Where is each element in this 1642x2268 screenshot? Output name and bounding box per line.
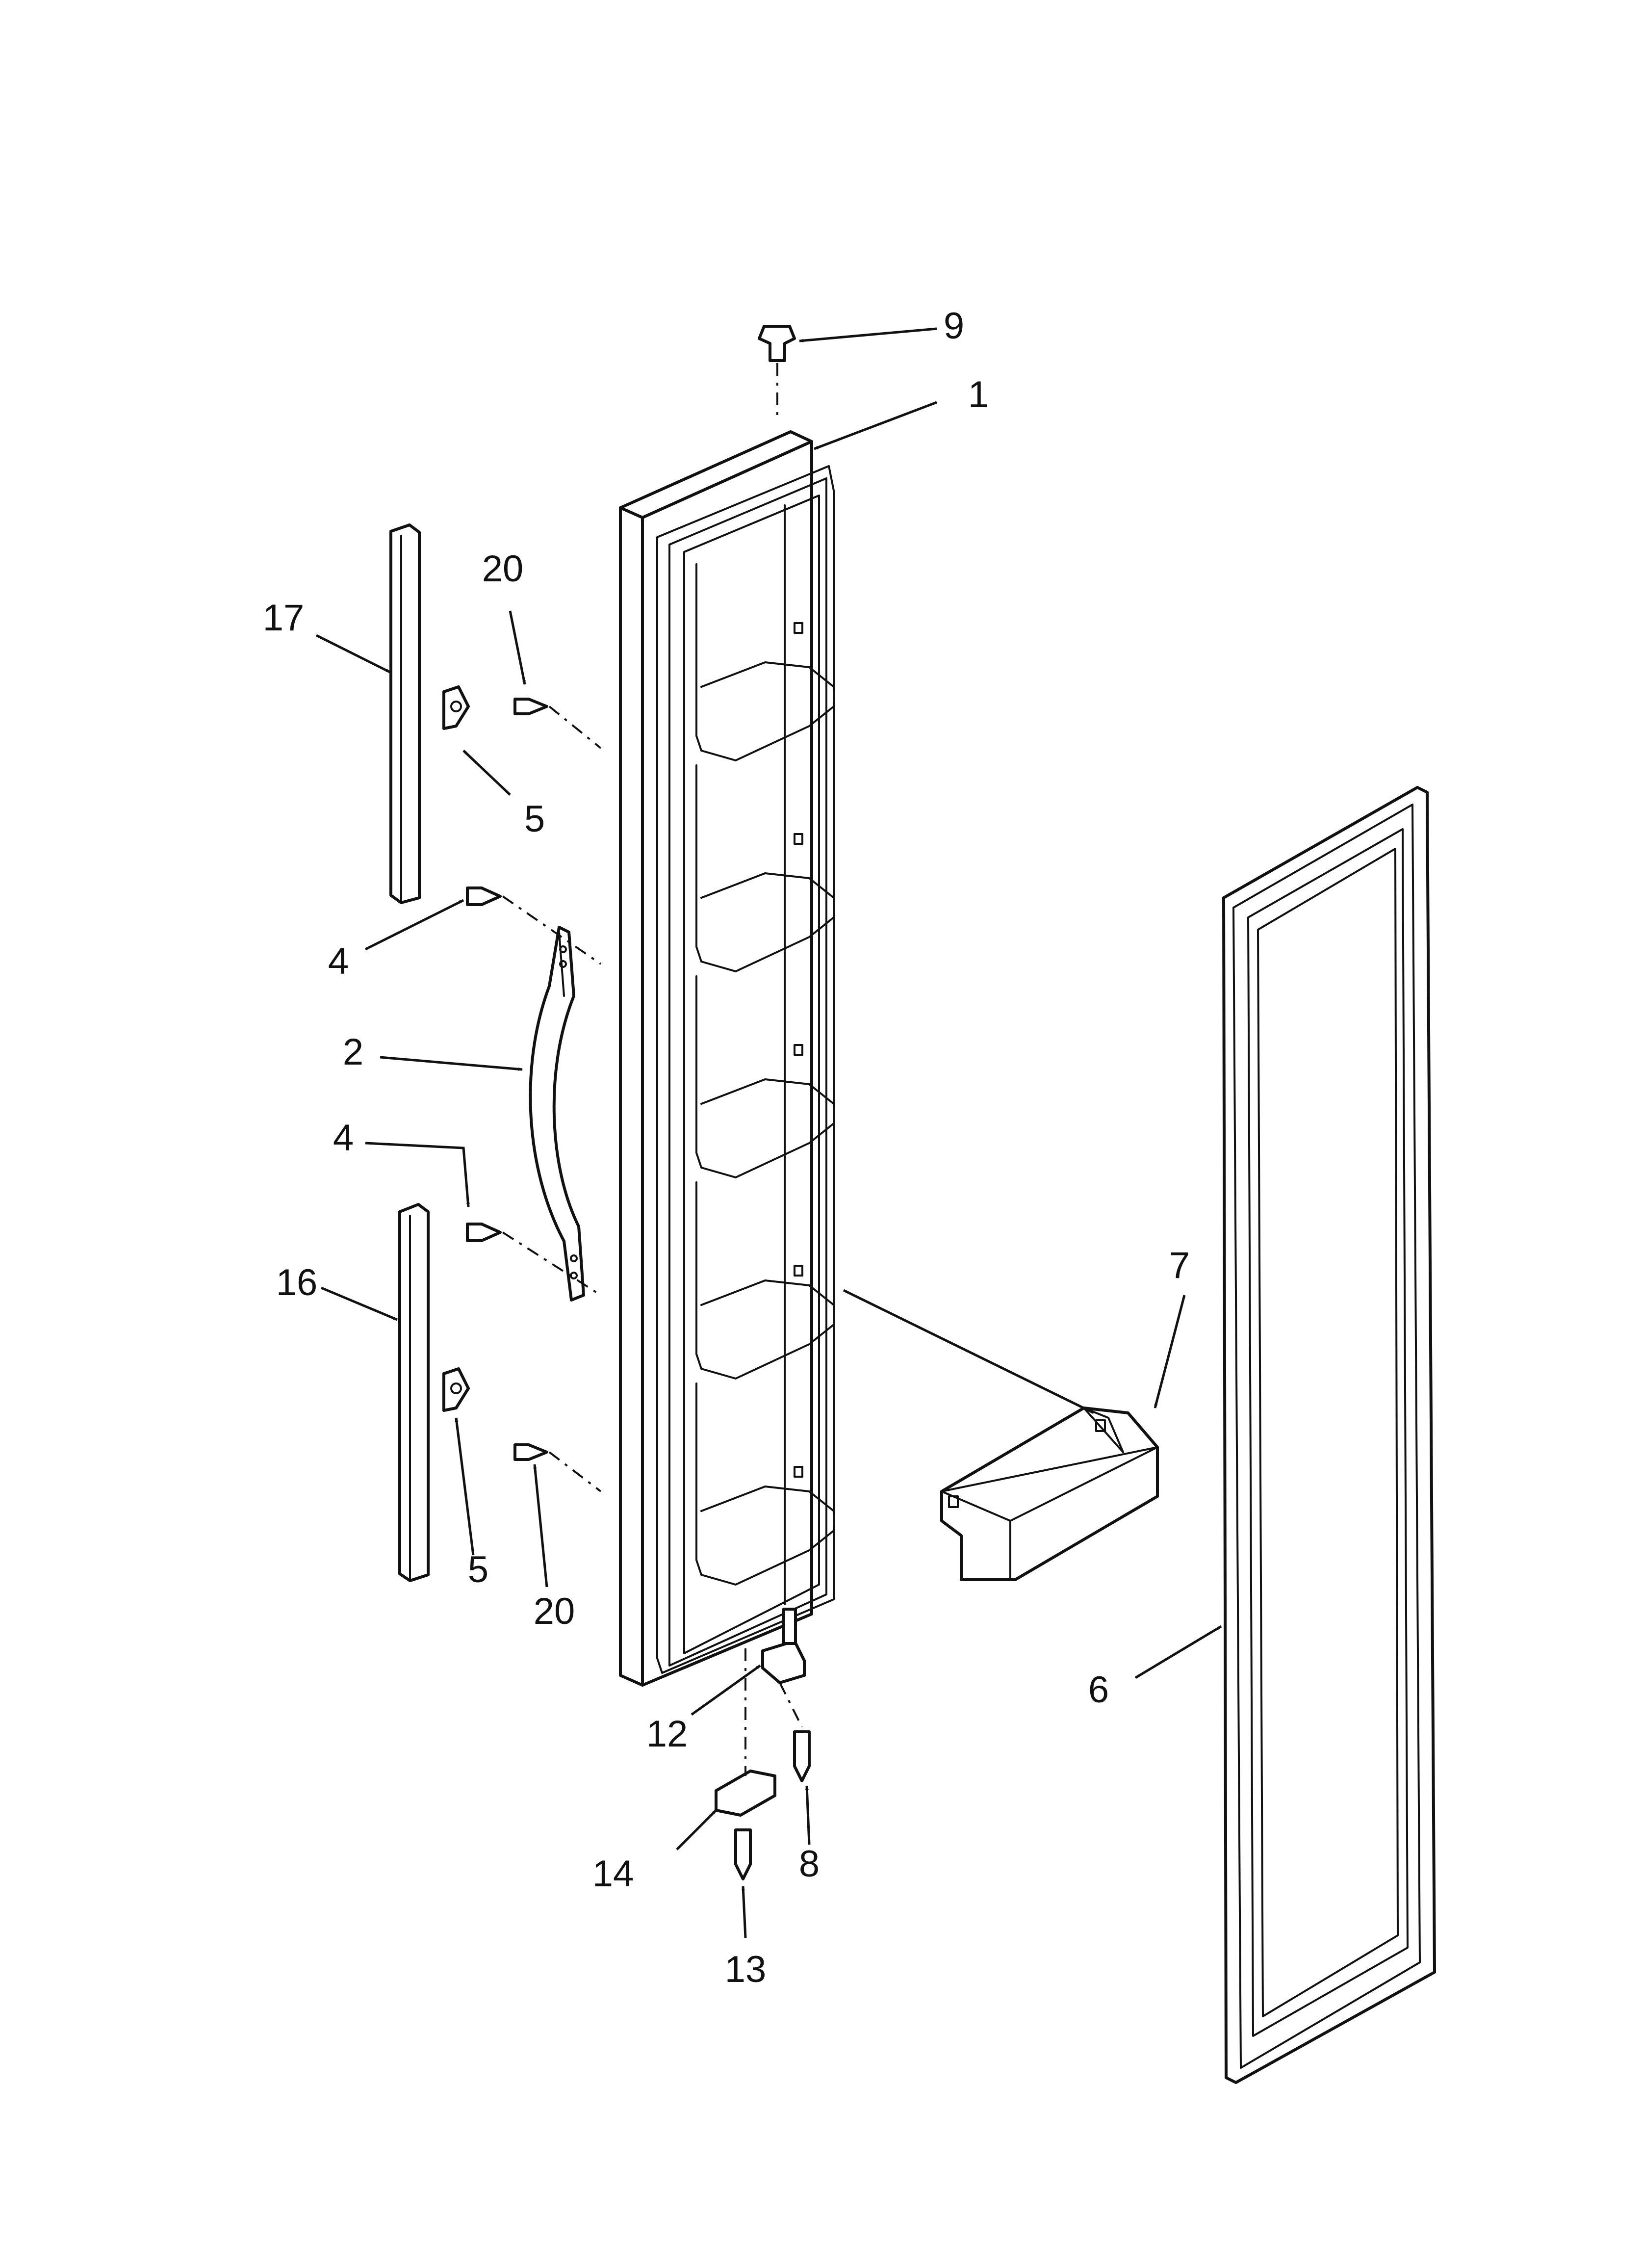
door-shelves bbox=[695, 504, 835, 1605]
screw-8 bbox=[793, 1730, 811, 1782]
bracket-14 bbox=[715, 1770, 776, 1817]
freezer-door bbox=[619, 430, 835, 1687]
door-gasket bbox=[1222, 786, 1436, 2084]
callout-8: 8 bbox=[799, 1843, 820, 1885]
leader-lines bbox=[315, 327, 1222, 1938]
screw-13 bbox=[734, 1828, 752, 1880]
door-bin bbox=[940, 1407, 1159, 1581]
clip-5-lower bbox=[442, 1367, 470, 1412]
screw-4-upper bbox=[466, 886, 502, 906]
callout-7: 7 bbox=[1169, 1245, 1190, 1286]
assembly-lines bbox=[502, 363, 1095, 1776]
callout-9: 9 bbox=[944, 305, 964, 347]
callout-4-upper: 4 bbox=[328, 940, 349, 982]
clip-5-upper bbox=[442, 685, 470, 730]
callout-16: 16 bbox=[276, 1262, 318, 1303]
callout-20-lower: 20 bbox=[534, 1590, 575, 1632]
callout-2: 2 bbox=[343, 1031, 363, 1073]
callout-14: 14 bbox=[592, 1853, 634, 1895]
callout-17: 17 bbox=[263, 597, 305, 639]
door-handle bbox=[529, 926, 585, 1302]
callout-6: 6 bbox=[1088, 1669, 1109, 1711]
screw-20-lower bbox=[513, 1443, 548, 1461]
screw-4-lower bbox=[466, 1223, 502, 1242]
callout-5-upper: 5 bbox=[524, 798, 545, 840]
screw-20-upper bbox=[513, 698, 548, 715]
hinge-12 bbox=[761, 1608, 806, 1684]
lower-trim-16 bbox=[398, 1203, 430, 1582]
callout-labels: 9 1 20 17 5 4 2 4 16 7 5 20 6 12 14 8 13 bbox=[263, 305, 1190, 1990]
callout-1: 1 bbox=[968, 374, 989, 416]
callout-13: 13 bbox=[725, 1949, 767, 1990]
callout-12: 12 bbox=[646, 1713, 688, 1755]
callout-20-upper: 20 bbox=[482, 548, 524, 590]
plug-9 bbox=[758, 325, 796, 362]
callout-5-lower: 5 bbox=[468, 1549, 488, 1590]
upper-trim-17 bbox=[389, 523, 421, 904]
callout-4-lower: 4 bbox=[333, 1117, 354, 1159]
